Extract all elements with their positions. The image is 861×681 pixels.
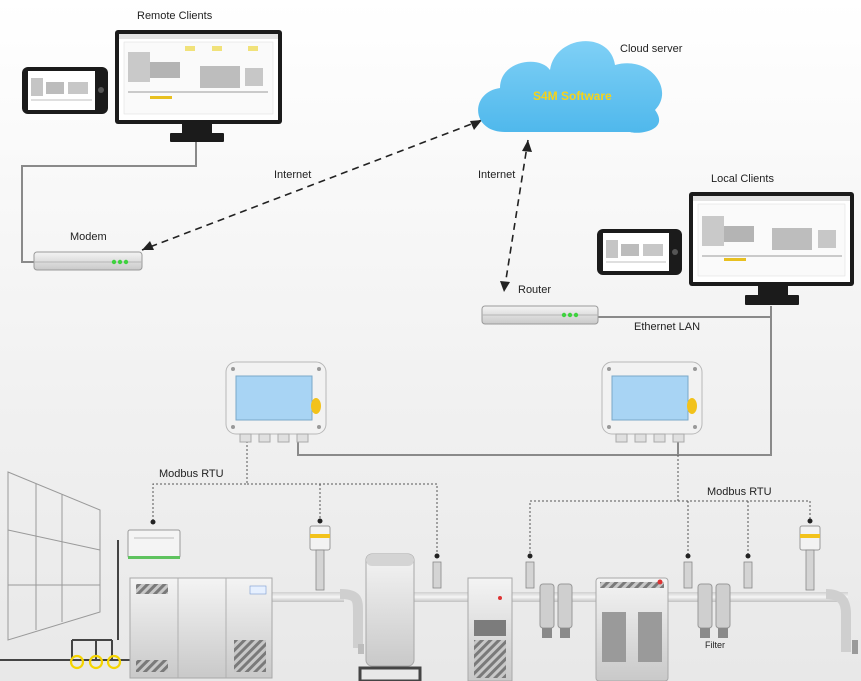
ethernet-lan-label: Ethernet LAN <box>634 321 701 333</box>
cloud-server-label: Cloud server <box>620 43 683 55</box>
internet-right-label: Internet <box>478 169 516 181</box>
local-monitor <box>689 192 854 305</box>
display-unit-right <box>601 361 703 443</box>
electrical-cabinet <box>7 471 101 641</box>
compressor <box>129 577 273 679</box>
air-pipes <box>272 589 851 654</box>
power-meter <box>127 529 181 559</box>
remote-tablet <box>22 67 108 114</box>
air-receiver <box>358 553 422 681</box>
local-clients-label: Local Clients <box>711 173 774 185</box>
modem-label: Modem <box>70 231 107 243</box>
internet-left-label: Internet <box>274 169 312 181</box>
flow-sensor-left <box>309 525 331 591</box>
modbus-nodes <box>150 518 813 559</box>
software-label: S4M Software <box>533 89 612 103</box>
arrowhead <box>142 241 154 250</box>
cloud-server <box>478 41 663 133</box>
pipe-end-marker <box>852 640 858 654</box>
dryer <box>467 577 513 681</box>
filter-group-1 <box>539 583 573 638</box>
modem-device <box>33 251 143 271</box>
arrowhead <box>500 281 510 292</box>
filter-label: Filter <box>705 640 725 650</box>
router-label: Router <box>518 284 552 296</box>
main-power-line <box>0 540 130 661</box>
arrowhead <box>522 140 532 152</box>
display-unit-left <box>225 361 327 443</box>
remote-monitor <box>115 30 282 142</box>
modbus-wires <box>152 437 811 556</box>
flow-sensor-right <box>799 525 821 591</box>
router-device <box>481 305 599 325</box>
arrowhead <box>470 120 482 130</box>
remote-clients-label: Remote Clients <box>137 10 213 22</box>
modbus-left-label: Modbus RTU <box>159 468 224 480</box>
internet-links <box>141 119 529 293</box>
filter-group-2 <box>697 583 731 638</box>
modbus-right-label: Modbus RTU <box>707 486 772 498</box>
sensor-probes <box>432 561 753 589</box>
local-tablet <box>597 229 682 275</box>
current-clamps <box>69 654 122 670</box>
adsorption-dryer <box>595 577 669 681</box>
network-cables <box>21 140 772 456</box>
